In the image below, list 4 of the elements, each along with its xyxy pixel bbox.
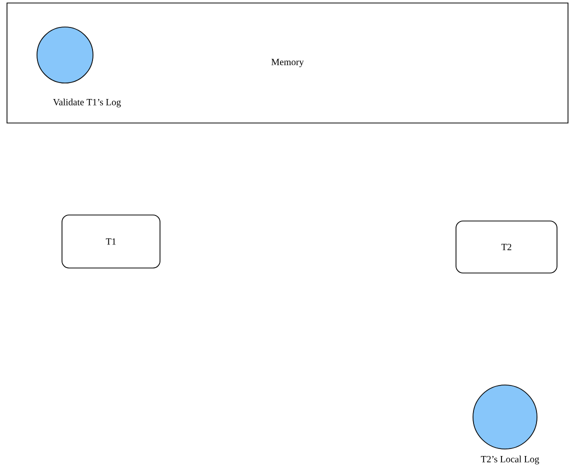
process-box: T1	[62, 214, 160, 268]
node-caption: T2’s Local Log	[480, 456, 540, 464]
process-box: T2	[456, 220, 558, 274]
node-caption: Validate T1’s Log	[53, 98, 121, 108]
